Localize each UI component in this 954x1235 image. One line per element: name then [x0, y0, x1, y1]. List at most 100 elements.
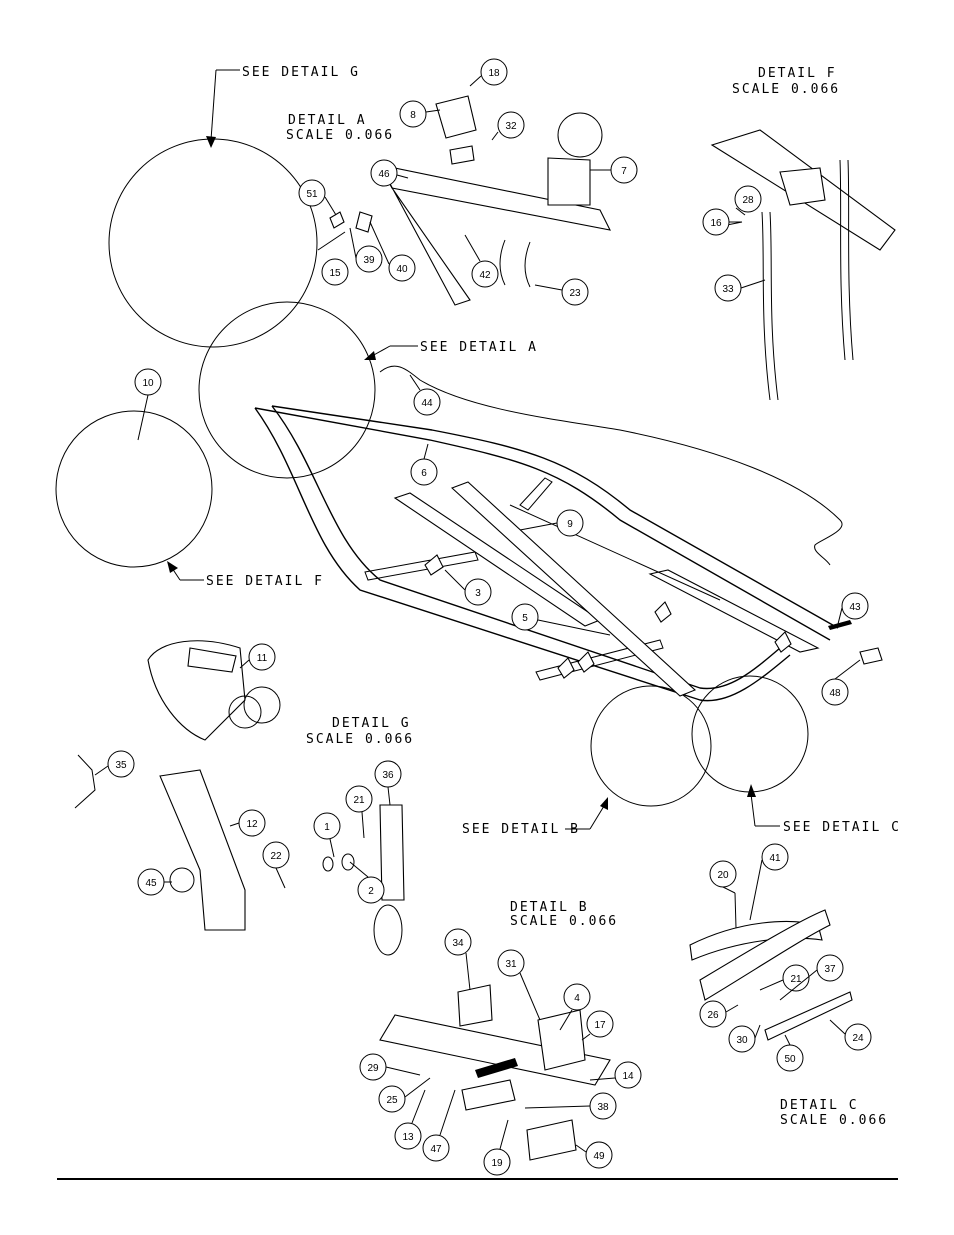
svg-text:21: 21 — [790, 974, 802, 985]
svg-text:23: 23 — [569, 288, 581, 299]
see-detail-c-label: SEE DETAIL C — [783, 820, 901, 835]
svg-text:24: 24 — [852, 1033, 864, 1044]
callout-4: 4 — [563, 983, 591, 1011]
detail-b-circle — [590, 685, 712, 807]
leader-see-detail-c — [747, 784, 780, 827]
callout-50: 50 — [776, 1044, 804, 1072]
trailer-frame — [254, 365, 883, 702]
svg-text:39: 39 — [363, 255, 375, 266]
svg-text:50: 50 — [784, 1054, 796, 1065]
svg-text:49: 49 — [593, 1151, 605, 1162]
detail-g-assembly — [74, 640, 405, 956]
callout-47: 47 — [422, 1134, 450, 1162]
callout-21-c: 21 — [782, 964, 810, 992]
callout-31: 31 — [497, 949, 525, 977]
see-detail-g-label: SEE DETAIL G — [242, 65, 360, 80]
callout-30: 30 — [728, 1025, 756, 1053]
callout-43: 43 — [841, 592, 869, 620]
callout-36: 36 — [374, 760, 402, 788]
svg-text:17: 17 — [594, 1020, 606, 1031]
svg-text:51: 51 — [306, 189, 318, 200]
callout-41: 41 — [761, 843, 789, 871]
detail-g-circle — [108, 138, 318, 348]
callout-24: 24 — [844, 1023, 872, 1051]
svg-text:48: 48 — [829, 688, 841, 699]
svg-text:32: 32 — [505, 121, 517, 132]
svg-text:41: 41 — [769, 853, 781, 864]
callout-17: 17 — [586, 1010, 614, 1038]
callout-51: 51 — [298, 179, 326, 207]
svg-text:22: 22 — [270, 851, 282, 862]
callout-45: 45 — [137, 868, 165, 896]
callout-46: 46 — [370, 159, 398, 187]
callout-2: 2 — [357, 876, 385, 904]
callout-23: 23 — [561, 278, 589, 306]
callout-25: 25 — [378, 1085, 406, 1113]
leader-see-detail-f — [167, 561, 204, 581]
callout-35: 35 — [107, 750, 135, 778]
detail-f-scale: SCALE 0.066 — [732, 82, 840, 97]
svg-text:28: 28 — [742, 195, 754, 206]
svg-text:2: 2 — [368, 886, 374, 897]
svg-text:8: 8 — [410, 110, 416, 121]
callout-38: 38 — [589, 1092, 617, 1120]
detail-f-circle — [55, 410, 213, 568]
callout-42: 42 — [471, 260, 499, 288]
detail-a-scale: SCALE 0.066 — [286, 128, 394, 143]
svg-text:31: 31 — [505, 959, 517, 970]
svg-text:3: 3 — [475, 588, 481, 599]
detail-c-title: DETAIL C — [780, 1098, 859, 1113]
detail-b-scale: SCALE 0.066 — [510, 914, 618, 929]
svg-text:36: 36 — [382, 770, 394, 781]
callout-40: 40 — [388, 254, 416, 282]
see-detail-b-label: SEE DETAIL B — [462, 822, 580, 837]
callout-14: 14 — [614, 1061, 642, 1089]
callout-6: 6 — [410, 458, 438, 486]
detail-c-scale: SCALE 0.066 — [780, 1113, 888, 1128]
svg-text:34: 34 — [452, 938, 464, 949]
leader-see-detail-a — [364, 345, 418, 360]
detail-f-title: DETAIL F — [758, 66, 837, 81]
callout-12: 12 — [238, 809, 266, 837]
callout-10: 10 — [134, 368, 162, 396]
svg-text:37: 37 — [824, 964, 836, 975]
callout-28: 28 — [734, 185, 762, 213]
svg-text:5: 5 — [522, 613, 528, 624]
detail-a-title: DETAIL A — [288, 113, 367, 128]
callout-21-g: 21 — [345, 785, 373, 813]
callout-13: 13 — [394, 1122, 422, 1150]
svg-text:13: 13 — [402, 1132, 414, 1143]
svg-text:14: 14 — [622, 1071, 634, 1082]
svg-text:10: 10 — [142, 378, 154, 389]
callout-8: 8 — [399, 100, 427, 128]
svg-text:16: 16 — [710, 218, 722, 229]
svg-text:21: 21 — [353, 795, 365, 806]
callout-7: 7 — [610, 156, 638, 184]
svg-text:42: 42 — [479, 270, 491, 281]
svg-text:9: 9 — [567, 519, 573, 530]
detail-a-circle — [198, 301, 376, 479]
see-detail-f-label: SEE DETAIL F — [206, 574, 324, 589]
callout-48: 48 — [821, 678, 849, 706]
callout-26: 26 — [699, 1000, 727, 1028]
svg-text:44: 44 — [421, 398, 433, 409]
svg-text:43: 43 — [849, 602, 861, 613]
callout-39: 39 — [355, 245, 383, 273]
callout-37: 37 — [816, 954, 844, 982]
see-detail-a-label: SEE DETAIL A — [420, 340, 538, 355]
svg-text:25: 25 — [386, 1095, 398, 1106]
callout-1: 1 — [313, 812, 341, 840]
svg-text:18: 18 — [488, 68, 500, 79]
callout-33: 33 — [714, 274, 742, 302]
svg-text:26: 26 — [707, 1010, 719, 1021]
svg-text:30: 30 — [736, 1035, 748, 1046]
callout-15: 15 — [321, 258, 349, 286]
svg-text:4: 4 — [574, 993, 580, 1004]
svg-text:35: 35 — [115, 760, 127, 771]
callout-19: 19 — [483, 1148, 511, 1176]
callout-34: 34 — [444, 928, 472, 956]
callout-9: 9 — [556, 509, 584, 537]
callout-18: 18 — [480, 58, 508, 86]
leader-see-detail-g — [206, 69, 240, 148]
